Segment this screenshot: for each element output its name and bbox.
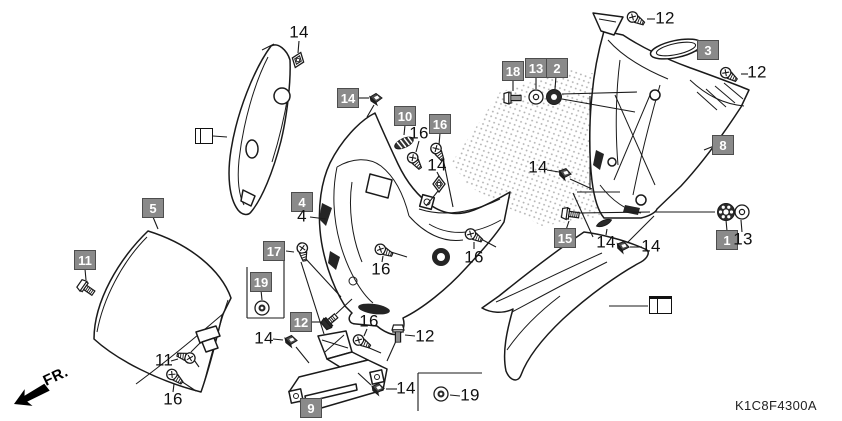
part-ref-box-1: 1 xyxy=(716,230,738,250)
leader-line xyxy=(403,124,406,136)
part-ref-14: 14 xyxy=(289,22,309,42)
leader-line xyxy=(152,216,159,230)
headlight-stay-frame-part xyxy=(589,12,750,219)
part-ref-box-8: 8 xyxy=(712,135,734,155)
side-cowl-outline xyxy=(481,231,649,381)
leader-line xyxy=(554,75,557,90)
part-ref-box-16: 16 xyxy=(429,114,451,134)
leader-line xyxy=(84,268,87,281)
part-ref-14: 14 xyxy=(254,328,274,348)
part-ref-box-3: 3 xyxy=(697,40,719,60)
leader-line xyxy=(285,250,295,253)
fr-arrow-icon xyxy=(14,383,50,406)
leader-line xyxy=(404,334,416,337)
leader-line xyxy=(390,251,408,258)
part-ref-11: 11 xyxy=(154,350,174,370)
leader-line xyxy=(436,171,440,177)
leader-line xyxy=(170,358,179,362)
callout-box-divider xyxy=(657,299,659,313)
part-ref-14: 14 xyxy=(396,378,416,398)
part-ref-13: 13 xyxy=(733,229,753,249)
leader-line xyxy=(297,40,300,54)
part-ref-box-13: 13 xyxy=(525,58,547,78)
side-cowl-part xyxy=(481,231,649,381)
part-ref-14: 14 xyxy=(596,232,616,252)
leader-line xyxy=(366,104,375,118)
part-ref-box-18: 18 xyxy=(502,61,524,81)
diagram-part-code: K1C8F4300A xyxy=(734,398,817,413)
leader-line xyxy=(425,190,439,207)
part-ref-12: 12 xyxy=(747,62,767,82)
leader-line xyxy=(172,383,175,393)
part-ref-14: 14 xyxy=(427,155,447,175)
leader-line xyxy=(577,211,651,214)
part-ref-19: 19 xyxy=(460,385,480,405)
leader-line xyxy=(381,255,384,263)
part-ref-16: 16 xyxy=(163,389,183,409)
leader-line xyxy=(438,132,441,146)
part-ref-16: 16 xyxy=(371,259,391,279)
leader-line xyxy=(386,340,397,362)
leader-line xyxy=(309,216,327,220)
callout-box-divider xyxy=(200,129,202,143)
part-ref-16: 16 xyxy=(464,247,484,267)
front-upper-garnish-part xyxy=(228,43,291,216)
leader-line xyxy=(212,135,228,138)
leader-line xyxy=(415,140,420,153)
frame-outline xyxy=(589,30,750,219)
leader-line xyxy=(305,258,342,298)
leader-line xyxy=(740,219,743,233)
garnish-outline xyxy=(228,44,291,216)
leader-line xyxy=(725,219,728,232)
part-ref-4: 4 xyxy=(297,206,307,226)
leader-line xyxy=(561,98,636,113)
leader-line xyxy=(449,394,461,397)
part-ref-16: 16 xyxy=(409,123,429,143)
front-cowl-outline xyxy=(318,112,511,336)
leader-line xyxy=(180,380,197,392)
leader-line xyxy=(295,346,310,364)
leader-line xyxy=(190,341,202,353)
part-ref-box-11: 11 xyxy=(74,250,96,270)
leader-line xyxy=(335,298,353,315)
part-ref-14: 14 xyxy=(641,236,661,256)
part-ref-12: 12 xyxy=(655,8,675,28)
inner-cowl-vents xyxy=(689,79,745,111)
leader-line xyxy=(569,178,593,190)
part-ref-box-4: 4 xyxy=(291,192,313,212)
leader-line xyxy=(357,372,372,386)
windscreen-part xyxy=(93,230,232,393)
leader-line xyxy=(480,238,497,248)
head-bracket xyxy=(592,12,624,36)
part-ref-box-14: 14 xyxy=(337,88,359,108)
leader-line xyxy=(626,215,655,244)
part-ref-box-12: 12 xyxy=(290,312,312,332)
front-cowl-part xyxy=(318,112,511,336)
part-ref-12: 12 xyxy=(415,326,435,346)
leader-line xyxy=(546,169,560,173)
leader-line xyxy=(442,157,454,208)
empty-callout-box xyxy=(649,296,672,314)
part-ref-box-10: 10 xyxy=(394,106,416,126)
leader-line xyxy=(272,338,284,341)
part-ref-box-2: 2 xyxy=(546,58,568,78)
leader-line xyxy=(605,228,608,236)
empty-callout-box xyxy=(195,128,213,144)
leader-line xyxy=(572,192,594,238)
part-ref-box-9: 9 xyxy=(300,398,322,418)
part-ref-box-17: 17 xyxy=(263,241,285,261)
part-ref-box-15: 15 xyxy=(554,228,576,248)
part-ref-16: 16 xyxy=(359,311,379,331)
part-ref-box-19: 19 xyxy=(250,272,272,292)
part-ref-box-5: 5 xyxy=(142,198,164,218)
leader-line xyxy=(363,328,368,337)
leader-line xyxy=(561,91,638,95)
part-ref-14: 14 xyxy=(528,157,548,177)
